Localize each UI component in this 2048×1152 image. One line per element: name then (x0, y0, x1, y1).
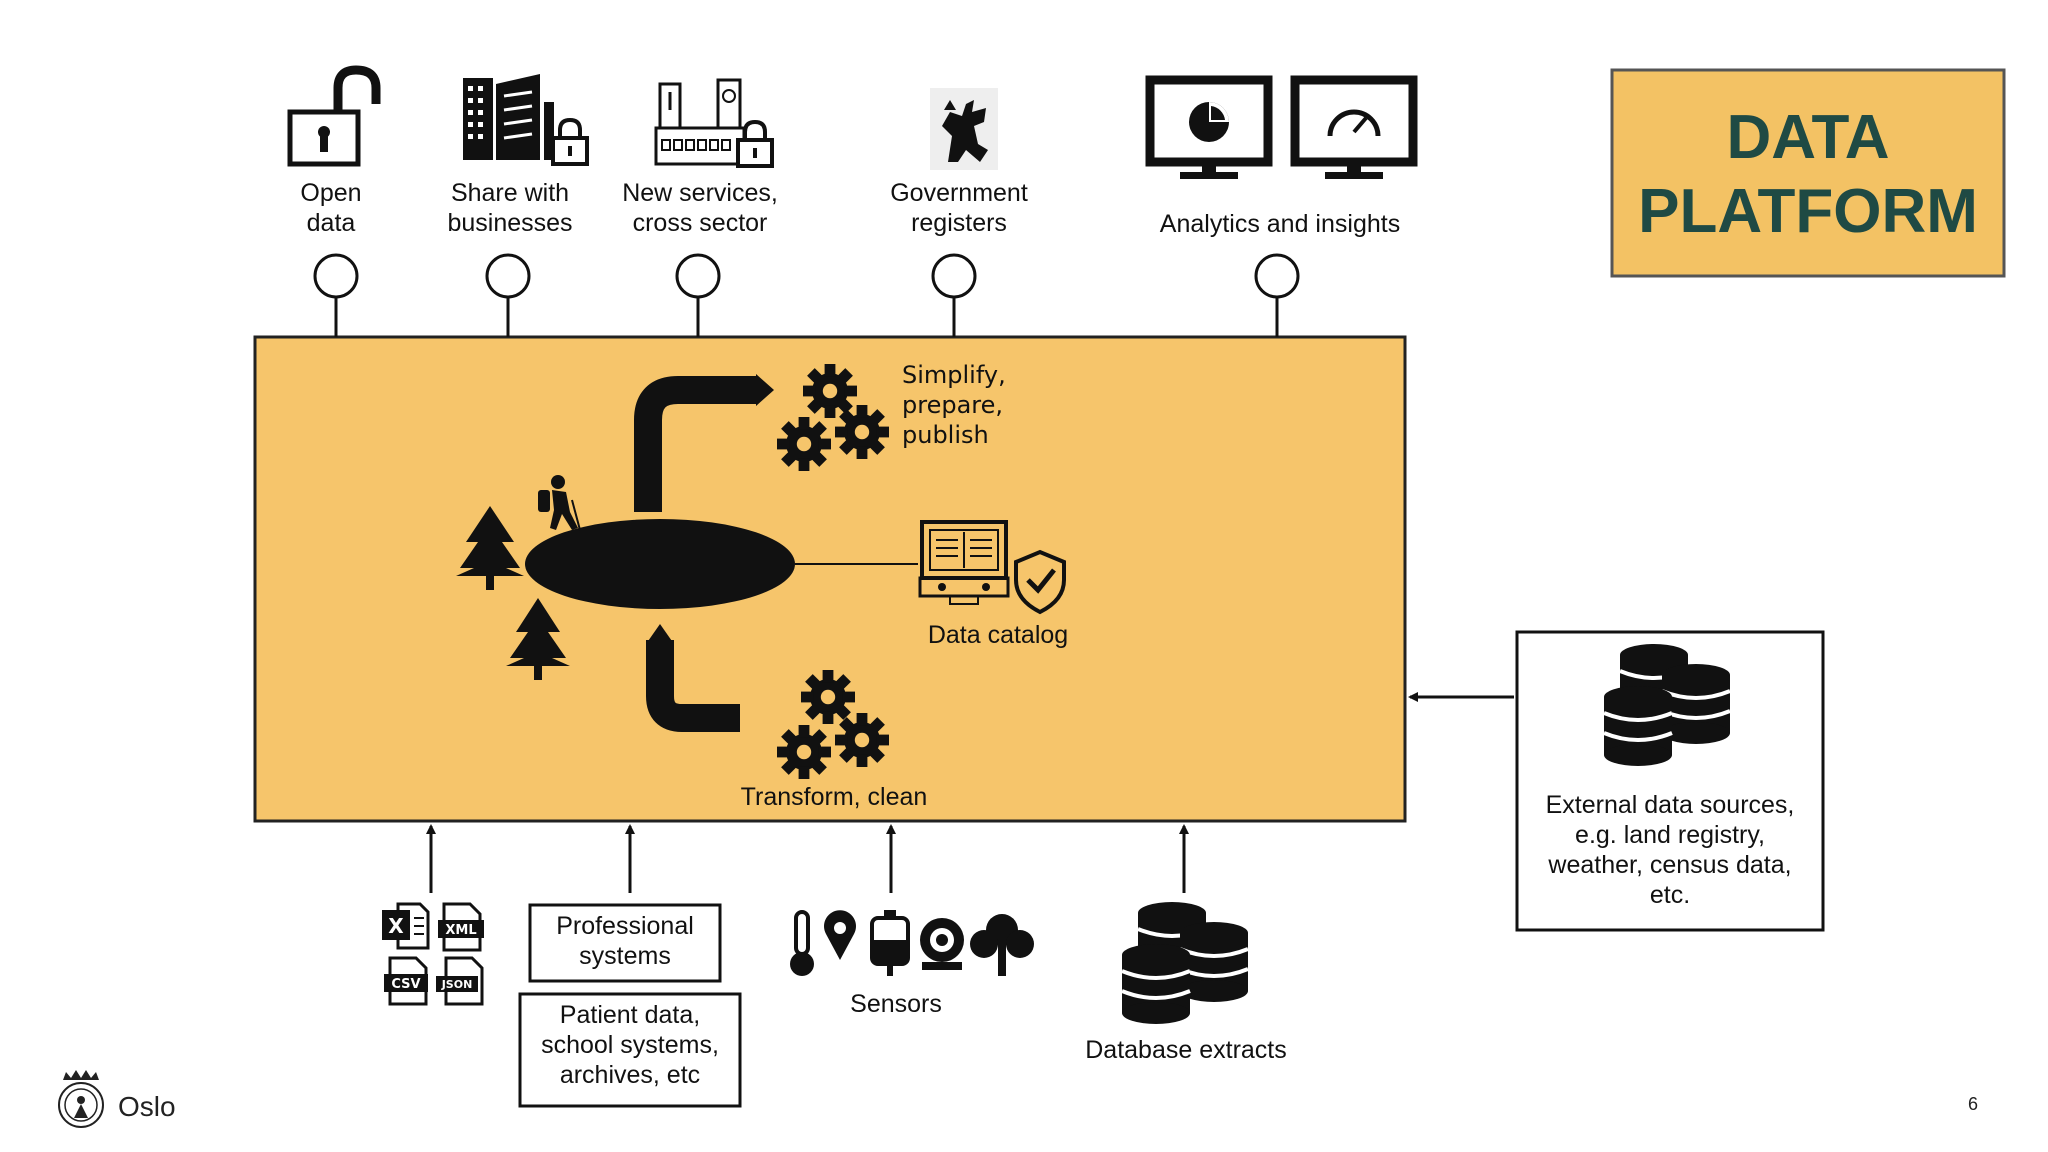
output-connectors (313, 253, 1300, 337)
connector-open-data (313, 253, 359, 299)
output-label-services-2: cross sector (633, 209, 768, 237)
json-file-icon: JSON (436, 956, 484, 1006)
tree-icon (506, 598, 570, 680)
webcam-icon (920, 918, 964, 970)
connector-government-registers (931, 253, 977, 299)
output-label-analytics: Analytics and insights (1160, 210, 1400, 238)
sensor-device-icon (870, 910, 910, 976)
transform-flow-arrowhead (646, 624, 674, 644)
professional-label-2: systems (579, 942, 671, 970)
output-label-government-1: Government (890, 179, 1028, 207)
csv-file-icon: CSV (384, 956, 428, 1006)
title-box: DATA PLATFORM (1610, 68, 2006, 278)
patient-data-box: Patient data, school systems, archives, … (518, 992, 742, 1108)
simplify-label-3: publish (902, 421, 989, 449)
professional-systems-box: Professional systems (528, 903, 722, 983)
output-label-open-data-1: Open (300, 179, 361, 207)
external-label-4: etc. (1650, 881, 1690, 909)
xml-file-icon: XML (438, 902, 484, 952)
patient-label-1: Patient data, (560, 1001, 700, 1029)
tree-icon (456, 506, 524, 590)
input-arrows (426, 692, 1514, 893)
transform-label: Transform, clean (741, 783, 928, 811)
simplify-label-2: prepare, (902, 391, 1003, 419)
patient-label-2: school systems, (541, 1031, 719, 1059)
transform-flow-arrow (646, 640, 740, 732)
sensor-icons (790, 910, 1034, 976)
xml-file-tag: XML (445, 923, 476, 938)
connector-analytics (1254, 253, 1300, 299)
output-label-open-data-2: data (307, 209, 356, 237)
output-label-services-1: New services, (622, 179, 778, 207)
database-extracts-label: Database extracts (1085, 1036, 1287, 1064)
external-label-3: weather, census data, (1547, 851, 1791, 879)
external-sources-box: External data sources, e.g. land registr… (1515, 630, 1825, 932)
hiker-icon (538, 475, 581, 531)
data-catalog-icon (918, 520, 1066, 615)
title-line-2: PLATFORM (1638, 177, 1978, 246)
data-lake (525, 519, 795, 609)
oslo-logo: Oslo (58, 1070, 176, 1128)
json-file-tag: JSON (441, 978, 473, 991)
location-pin-icon (824, 910, 856, 960)
oslo-logo-text: Oslo (118, 1091, 176, 1122)
excel-file-icon: X (382, 902, 430, 950)
output-label-share-2: businesses (447, 209, 572, 237)
external-label-2: e.g. land registry, (1575, 821, 1765, 849)
csv-file-tag: CSV (391, 977, 420, 992)
connector-share-businesses (485, 253, 531, 299)
patient-label-3: archives, etc (560, 1061, 700, 1089)
office-buildings-lock-icon (463, 74, 589, 166)
thermometer-icon (790, 910, 814, 976)
city-hall-lock-icon (654, 78, 774, 168)
tree-sensor-icon (970, 914, 1034, 976)
monitor-charts-icon (1145, 75, 1418, 179)
simplify-label-1: Simplify, (902, 361, 1006, 389)
output-label-share-1: Share with (451, 179, 569, 207)
excel-file-tag: X (388, 914, 404, 938)
file-format-icons: X XML CSV JSON (382, 902, 484, 1006)
sensors-label: Sensors (850, 990, 942, 1018)
unlocked-padlock-icon (287, 65, 381, 167)
coat-of-arms-lion-icon (930, 88, 998, 170)
data-catalog-label: Data catalog (928, 621, 1068, 649)
external-label-1: External data sources, (1546, 791, 1795, 819)
publish-flow-arrowhead (756, 374, 774, 406)
connector-new-services (675, 253, 721, 299)
database-extracts-icon (1120, 900, 1250, 1026)
publish-flow-arrow (634, 376, 758, 512)
page-number: 6 (1968, 1094, 1978, 1114)
professional-label-1: Professional (556, 912, 694, 940)
output-label-government-2: registers (911, 209, 1007, 237)
title-line-1: DATA (1727, 103, 1890, 172)
